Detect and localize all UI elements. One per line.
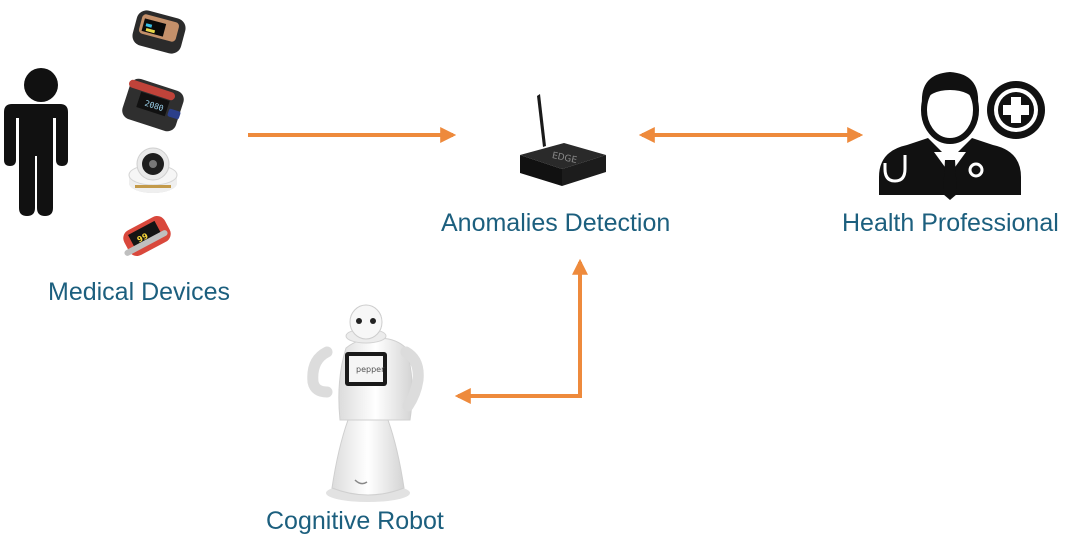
pepper-robot-icon: pepper <box>307 304 424 502</box>
blood-pressure-monitor-icon: 2080 <box>122 78 184 132</box>
medical-devices-label: Medical Devices <box>48 278 231 306</box>
medical-cross-icon <box>987 81 1045 139</box>
doctor-icon <box>879 72 1021 200</box>
arrow-edge-robot <box>454 258 588 404</box>
edge-router-icon: EDGE <box>520 94 606 186</box>
anomalies-detection-label: Anomalies Detection <box>441 209 671 237</box>
person-icon <box>4 68 68 216</box>
pulse-oximeter-icon <box>132 10 186 54</box>
pulse-oximeter-red-icon: 99 <box>123 216 171 256</box>
robot-tablet-label: pepper <box>356 365 385 374</box>
thermometer-icon <box>128 147 178 193</box>
cognitive-robot-label: Cognitive Robot <box>266 507 444 535</box>
health-professional-label: Health Professional <box>842 209 1059 237</box>
